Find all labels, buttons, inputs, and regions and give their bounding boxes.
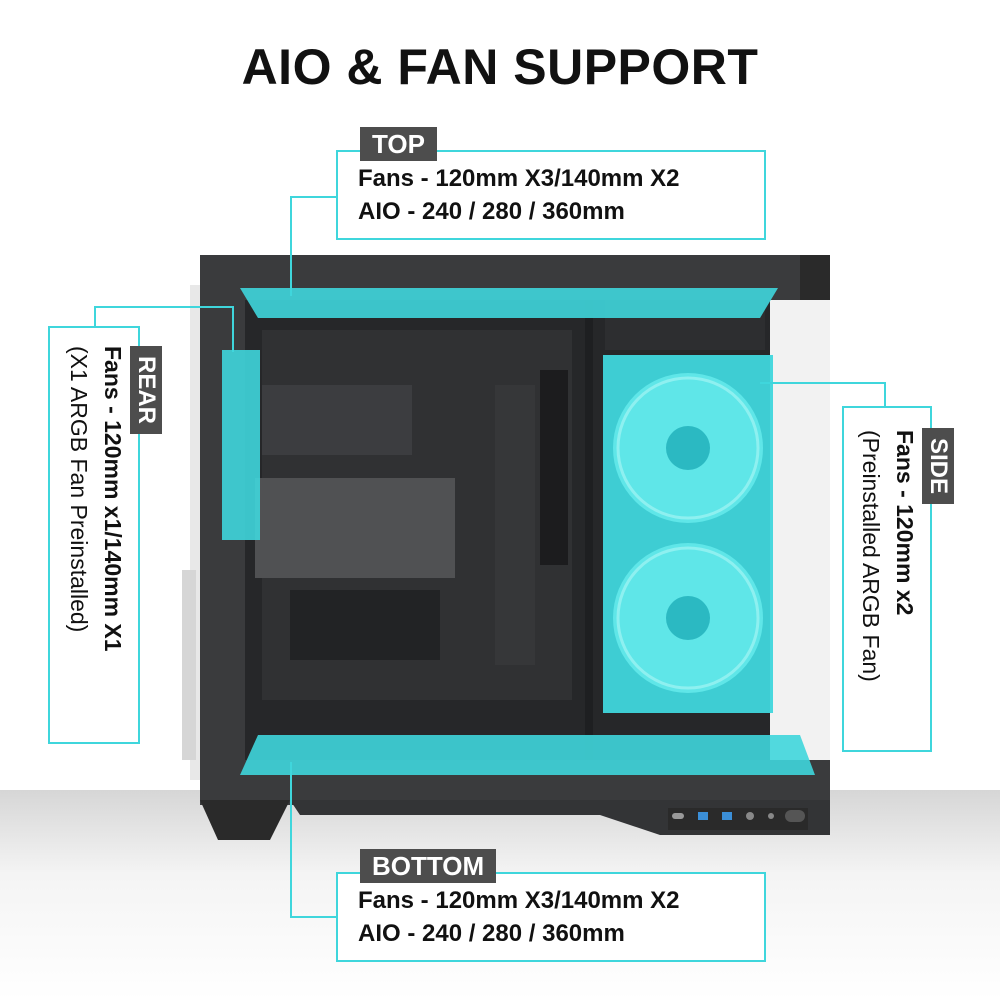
usb-c-port-icon [672, 813, 684, 819]
top-connector-v [290, 196, 292, 296]
bottom-aio-text: AIO - 240 / 280 / 360mm [358, 920, 625, 947]
rear-connector-v [94, 306, 96, 328]
cable-cutout [290, 590, 440, 660]
bottom-connector-h [290, 916, 338, 918]
rear-pci-bracket [182, 570, 196, 760]
side-fan-2-ring [616, 546, 760, 690]
top-connector-h [290, 196, 338, 198]
bottom-tag: BOTTOM [360, 849, 497, 883]
rear-note-text: (X1 ARGB Fan Preinstalled) [66, 346, 92, 633]
side-connector-v [884, 382, 886, 408]
front-white-panel [770, 290, 830, 770]
bottom-callout [336, 872, 766, 962]
top-callout [336, 150, 766, 240]
side-fans-text: Fans - 120mm x2 [892, 430, 918, 616]
top-fans-text: Fans - 120mm X3/140mm X2 [358, 165, 680, 192]
side-fan-1-ring [616, 376, 760, 520]
rear-foot [200, 800, 290, 840]
page-title: AIO & FAN SUPPORT [241, 39, 759, 95]
mesh-vent [255, 478, 455, 578]
side-fan-1-hub [666, 426, 710, 470]
cpu-cutout [262, 385, 412, 455]
grommet-slot [540, 370, 568, 565]
bottom-connector-v [290, 762, 292, 918]
rear-connector-v2 [232, 306, 234, 352]
side-callout [842, 406, 932, 752]
top-mount-highlight [240, 288, 778, 318]
rear-callout [48, 326, 140, 744]
top-tag: TOP [360, 127, 437, 161]
side-fan-2-hub [666, 596, 710, 640]
divider-bar [585, 300, 593, 760]
reset-button-icon [768, 813, 774, 819]
cable-channel [495, 385, 535, 665]
side-note-text: (Preinstalled ARGB Fan) [858, 430, 884, 682]
top-aio-text: AIO - 240 / 280 / 360mm [358, 198, 625, 225]
usb-port-1-icon [698, 812, 708, 820]
rear-mount-highlight [222, 350, 260, 540]
audio-jack-icon [746, 812, 754, 820]
bottom-mount-highlight [240, 735, 815, 775]
side-connector-h [760, 382, 886, 384]
front-top-corner [800, 255, 830, 300]
side-tag: SIDE [922, 428, 954, 505]
rear-connector-h [94, 306, 234, 308]
rear-fans-text: Fans - 120mm x1/140mm X1 [100, 346, 126, 652]
power-button-icon [785, 810, 805, 822]
rear-tag: REAR [130, 346, 162, 435]
usb-port-2-icon [722, 812, 732, 820]
bottom-fans-text: Fans - 120mm X3/140mm X2 [358, 887, 680, 914]
